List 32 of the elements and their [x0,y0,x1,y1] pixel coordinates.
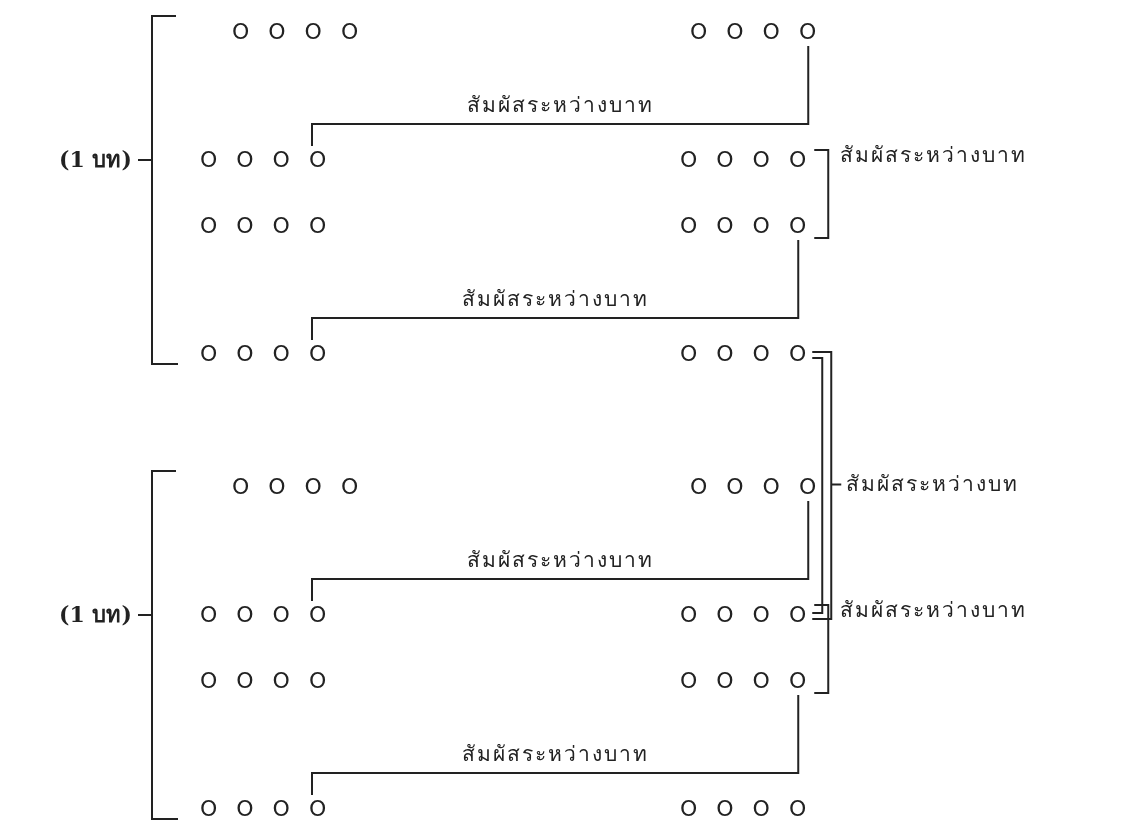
verse-line: O O O O [680,212,813,240]
edge-label: สัมผัสระหว่างบาท [461,286,649,312]
edge-label: สัมผัสระหว่างบาท [840,142,1028,168]
verse-line: O O O O [232,473,365,501]
verse-line: O O O O [200,340,333,368]
verse-line: O O O O [200,667,333,695]
stanza-label: (1 บท) [59,600,132,628]
rhyme-connector [813,604,830,694]
edge-label: สัมผัสระหว่างบาท [840,597,1028,623]
rhyme-connector [311,239,800,341]
verse-line: O O O O [680,795,813,820]
verse-line: O O O O [200,212,333,240]
verse-line: O O O O [690,18,823,46]
verse-line: O O O O [680,601,813,629]
rhyme-connector [811,351,843,620]
verse-line: O O O O [680,667,813,695]
edge-label: สัมผัสระหว่างบาท [466,547,654,573]
verse-line: O O O O [200,795,333,820]
verse-line: O O O O [680,146,813,174]
rhyme-connector [311,45,810,147]
edge-label: สัมผัสระหว่างบาท [466,92,654,118]
rhyme-connector [311,500,810,602]
verse-line: O O O O [232,18,365,46]
rhyme-connector [813,149,830,239]
verse-line: O O O O [200,601,333,629]
edge-label: สัมผัสระหว่างบาท [461,741,649,767]
verse-line: O O O O [200,146,333,174]
verse-line: O O O O [680,340,813,368]
stanza-label: (1 บท) [59,145,132,173]
rhyme-connector [311,694,800,796]
verse-line: O O O O [690,473,823,501]
edge-label: สัมผัสระหว่างบท [846,470,1020,497]
